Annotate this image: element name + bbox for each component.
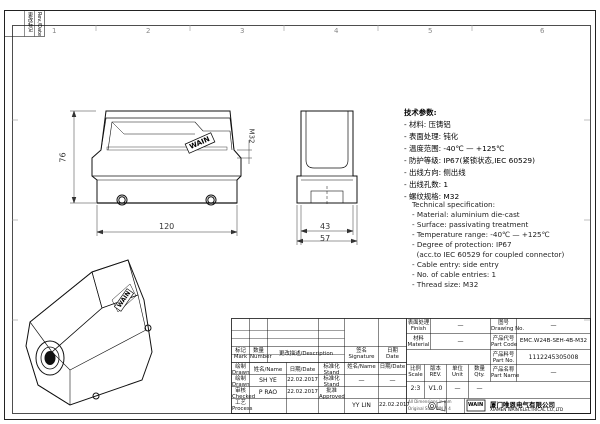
scale-value: 2:3 [410, 385, 421, 392]
drawn-date: 22.02.2017 [287, 377, 318, 383]
zone-dividers [12, 25, 590, 321]
company-logo-frame [466, 399, 486, 412]
dim-height-76: 76 [58, 152, 68, 163]
zone-2: 2 [146, 27, 151, 35]
front-wain-logo [184, 132, 216, 154]
company-name-cn: 厦门唯恩电气有限公司 [490, 401, 555, 409]
material-value: — [457, 338, 464, 345]
spec-cn-item: - 温度范围: -40℃ — +125℃ [404, 144, 505, 153]
company-name-en: XIAMEN WAIN ELECTRICAL CO.,LTD [490, 407, 564, 412]
spec-en-item: - No. of cable entries: 1 [412, 270, 497, 279]
drawing-no-value: — [550, 322, 557, 329]
spec-en-item: (acc.to IEC 60529 for coupled connector) [412, 250, 565, 259]
part-no-value: 1112245305008 [528, 354, 579, 361]
finish-value: — [457, 322, 464, 329]
row-date-col2-label: 日期/Date [379, 364, 406, 370]
spec-cn-item: - 螺纹规格: M32 [404, 192, 460, 201]
revision-label-2: Rev./Date [36, 12, 42, 37]
stand-date: — [389, 377, 396, 384]
unit-value: — [454, 385, 461, 392]
side-view [296, 110, 358, 206]
stand-name: — [358, 377, 365, 384]
zone-6: 6 [540, 27, 545, 35]
spec-en-item: - Thread size: M32 [412, 280, 479, 289]
rev-value: V1.0 [428, 385, 443, 392]
checked-name: P RAO [258, 389, 278, 396]
row-name-col2-label: 姓名/Name [347, 364, 376, 370]
spec-en-item: - Material: aluminium die-cast [412, 210, 520, 219]
approved-name: YY LIN [352, 402, 371, 409]
outer-border [4, 10, 596, 420]
spec-cn-title: 技术参数: [404, 108, 437, 117]
part-name-value: — [550, 369, 557, 376]
hdr-description: 更改描述/Description [278, 351, 334, 357]
zone-1: 1 [52, 27, 57, 35]
drawn-name: SH YE [259, 377, 277, 384]
dim-width-120: 120 [159, 222, 175, 231]
side-dimensions [296, 205, 358, 245]
title-block-grid [231, 318, 591, 414]
zone-3: 3 [240, 27, 245, 35]
spec-cn-item: - 出线孔数: 1 [404, 180, 449, 189]
front-view [91, 110, 242, 206]
checked-date: 22.02.2017 [287, 389, 318, 395]
spec-en-item: - Cable entry: side entry [412, 260, 499, 269]
dim-width-43: 43 [320, 222, 331, 231]
zone-4: 4 [334, 27, 339, 35]
front-dimensions [70, 110, 252, 236]
qty-value: — [476, 385, 483, 392]
dims-note-1: All Dimensions in mm [408, 399, 452, 404]
row-date-col-label: 日期/Date [289, 367, 316, 373]
zone-5: 5 [428, 27, 433, 35]
row-name-col-label: 姓名/Name [253, 367, 283, 373]
spec-en-item: - Surface: passivating treatment [412, 220, 529, 229]
spec-en-title: Technical specification: [412, 200, 496, 209]
projection-symbol-icon [428, 400, 446, 412]
company-logo-text: WAIN [468, 402, 484, 408]
revision-label-1: 更改标记 [27, 12, 33, 32]
part-code-value: EMC.W24B-SEH-4B-M32 [519, 338, 588, 344]
spec-cn-item: - 出线方向: 侧出线 [404, 168, 466, 177]
dim-width-57: 57 [320, 234, 331, 243]
dims-note-2: Original Size: DIN A 4 [408, 406, 451, 411]
iso-wain-logo [113, 288, 135, 312]
dim-m32: M32 [247, 128, 256, 144]
approved-date: 22.02.2017 [379, 402, 410, 408]
spec-cn-item: - 防护等级: IP67(紧锁状态,IEC 60529) [404, 156, 536, 165]
spec-cn-item: - 材料: 压铸铝 [404, 120, 451, 129]
spec-en-item: - Temperature range: -40℃ — +125℃ [412, 230, 550, 239]
isometric-view [25, 259, 153, 406]
spec-cn-item: - 表面处理: 钝化 [404, 132, 459, 141]
spec-en-item: - Degree of protection: IP67 [412, 240, 512, 249]
